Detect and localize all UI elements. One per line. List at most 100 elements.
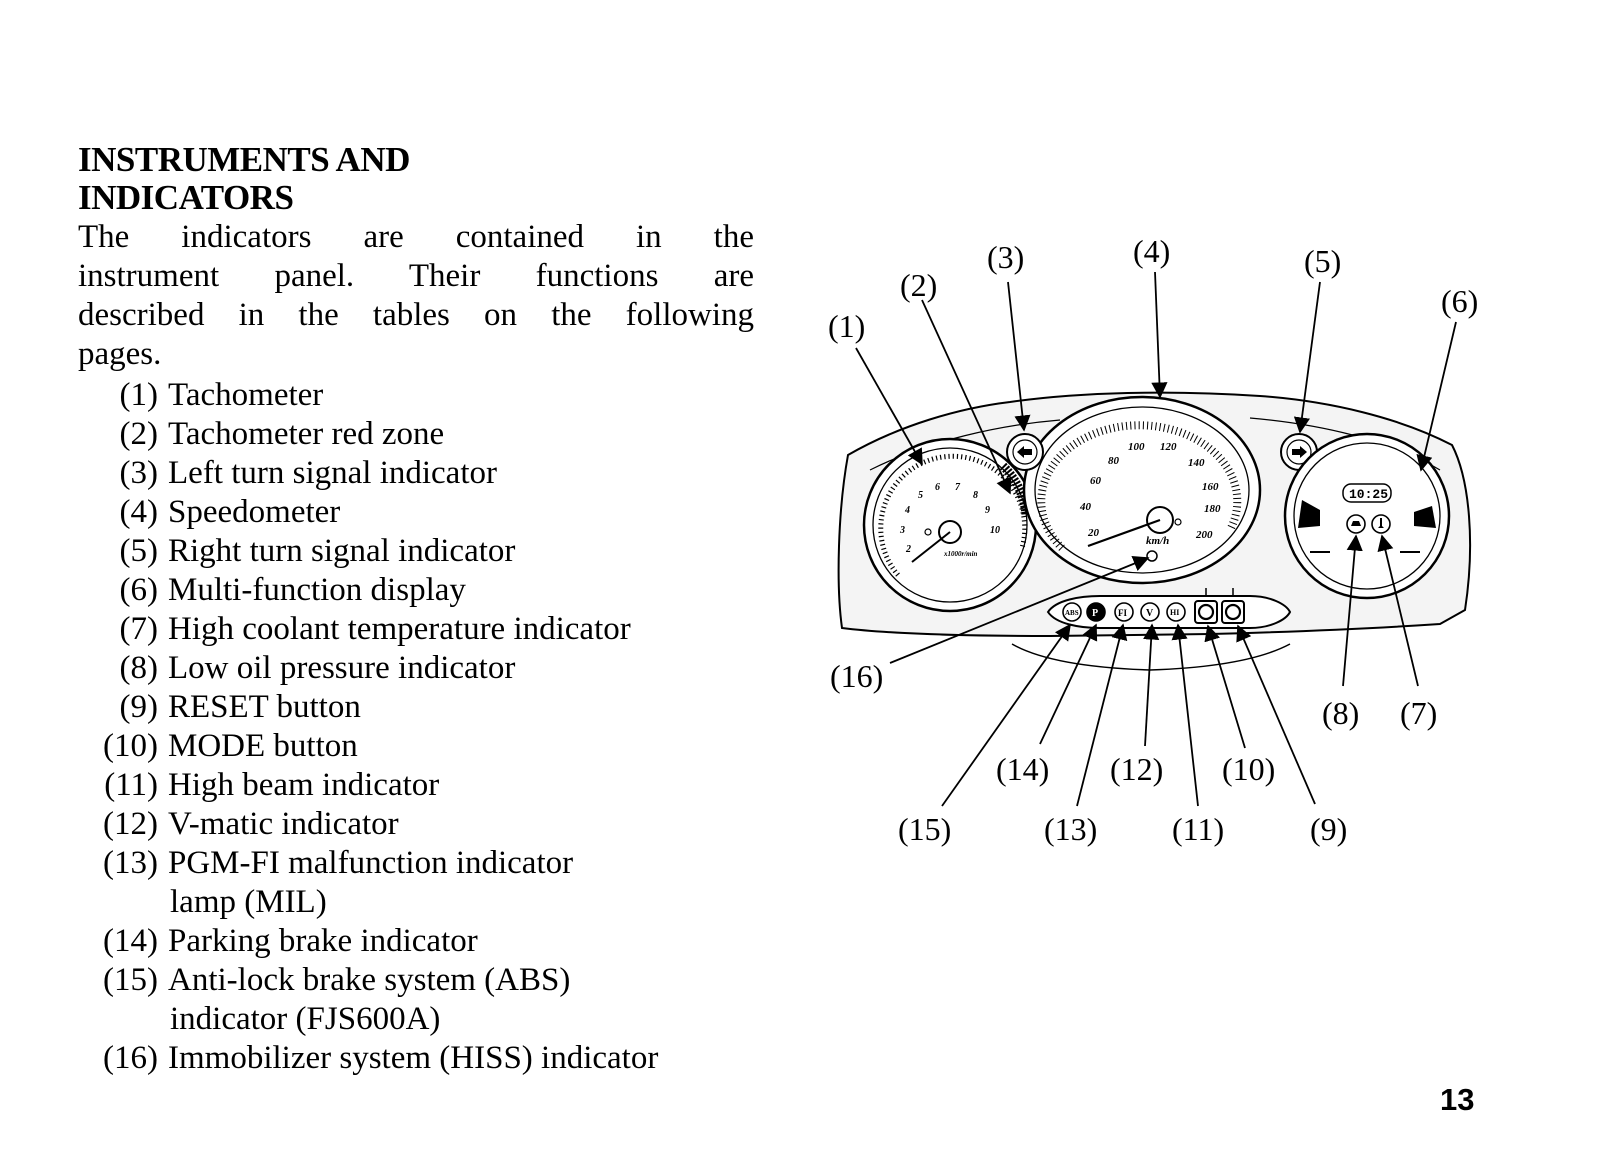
- item-number: (3): [119, 455, 158, 491]
- tachometer-tick-label: 10: [990, 525, 1000, 536]
- section-heading: INSTRUMENTS AND INDICATORS: [78, 141, 410, 217]
- callout-label: (14): [996, 751, 1049, 787]
- parking-brake-indicator-label: P: [1092, 608, 1098, 619]
- v-matic-indicator-label: V: [1146, 608, 1154, 619]
- leader-line: [1151, 271, 1168, 399]
- oil-can-icon: [1351, 521, 1361, 526]
- list-item: (7) High coolant temperature indicator: [80, 610, 780, 649]
- item-number: (9): [119, 689, 158, 725]
- list-item: (16)Immobilizer system (HISS) indicator: [80, 1039, 780, 1078]
- intro-line: pages.: [78, 336, 162, 372]
- leader-line: [1143, 623, 1160, 747]
- pgm-fi-malfunction-indicator: [1114, 602, 1134, 622]
- callout-label: (8): [1322, 695, 1359, 731]
- callout-label: (4): [1133, 233, 1170, 269]
- leader-line: [1076, 623, 1128, 807]
- item-text: Speedometer: [168, 494, 341, 530]
- leader-line: [1342, 534, 1363, 687]
- item-number: (14): [103, 923, 158, 959]
- callout-label: (2): [900, 267, 937, 303]
- speedometer-tick-label: 20: [1087, 527, 1100, 539]
- left-turn-signal-indicator: [1006, 433, 1044, 471]
- intro-line: described in the tables on the following: [78, 297, 754, 333]
- item-text: MODE button: [168, 728, 358, 764]
- item-text: High coolant temperature indicator: [168, 611, 631, 647]
- item-text: Anti-lock brake system (ABS): [168, 962, 571, 998]
- tachometer-tick-label: 3: [899, 525, 905, 536]
- item-number: (7): [119, 611, 158, 647]
- list-item: (12)V-matic indicator: [80, 805, 780, 844]
- intro-line: The indicators are contained in the: [78, 219, 754, 255]
- tachometer-unit-label: x1000r/min: [943, 550, 978, 558]
- fuel-gauge-bar-left: [1298, 500, 1320, 528]
- item-number: (13): [103, 845, 158, 881]
- leader-line: [1416, 321, 1457, 472]
- speedometer-unit-label: km/h: [1146, 535, 1169, 547]
- leader-line: [921, 299, 1012, 495]
- item-text-continued: indicator (FJS600A): [170, 1001, 441, 1037]
- item-number: (2): [119, 416, 158, 452]
- thermometer-icon: [1378, 518, 1384, 528]
- list-item: (2)Tachometer red zone: [80, 415, 780, 454]
- item-number: (16): [103, 1040, 158, 1076]
- speedometer-tick-label: 120: [1160, 441, 1177, 453]
- speedometer-tick-label: 140: [1188, 457, 1205, 469]
- multi-function-display: 10:25: [1283, 432, 1451, 600]
- indicator-strip: ABS P FI V HI: [1046, 588, 1292, 629]
- speedometer-tick-label: 100: [1128, 441, 1145, 453]
- tachometer-tick-label: 9: [985, 505, 990, 516]
- leader-line: [1236, 624, 1316, 805]
- tachometer-tick-label: 2: [905, 544, 911, 555]
- item-text: Tachometer: [168, 377, 324, 413]
- high-beam-indicator-label: HI: [1170, 608, 1179, 617]
- parking-brake-indicator: [1086, 602, 1106, 622]
- clock-display: [1342, 483, 1392, 503]
- speedometer-tick-label: 160: [1202, 481, 1219, 493]
- intro-paragraph: The indicators are contained in the inst…: [78, 218, 754, 374]
- speedometer-tick-label: 80: [1108, 455, 1120, 467]
- callout-label: (6): [1441, 283, 1478, 319]
- speedometer-tick-label: 60: [1090, 475, 1102, 487]
- item-number: (12): [103, 806, 158, 842]
- abs-indicator-label: ABS: [1065, 609, 1079, 617]
- list-item: (9)RESET button: [80, 688, 780, 727]
- list-item: (1)Tachometer: [80, 376, 780, 415]
- item-number: (10): [103, 728, 158, 764]
- leader-line: [889, 555, 1150, 664]
- list-item: (14) Parking brake indicator: [80, 922, 780, 961]
- callout-label: (9): [1310, 811, 1347, 847]
- leader-line: [1039, 623, 1098, 745]
- leader-line: [941, 623, 1071, 807]
- item-number: (11): [104, 767, 158, 803]
- list-item: (6)Multi-function display: [80, 571, 780, 610]
- item-number: (4): [119, 494, 158, 530]
- leader-line: [1377, 534, 1419, 687]
- list-item: (8)Low oil pressure indicator: [80, 649, 780, 688]
- clock-readout: 10:25: [1349, 487, 1388, 502]
- v-matic-indicator: [1140, 602, 1160, 622]
- item-text: High beam indicator: [168, 767, 440, 803]
- list-item: (10) MODE button: [80, 727, 780, 766]
- leader-line: [1204, 624, 1246, 749]
- callout-label: (1): [828, 308, 865, 344]
- tachometer-tick-label: 6: [935, 482, 940, 493]
- callout-label: (15): [898, 811, 951, 847]
- heading-line-1: INSTRUMENTS AND: [78, 140, 410, 179]
- leader-line: [1171, 623, 1199, 807]
- callout-label: (11): [1172, 811, 1224, 847]
- leader-line: [1293, 281, 1321, 434]
- callout-label: (5): [1304, 243, 1341, 279]
- item-text: Parking brake indicator: [168, 923, 478, 959]
- left-arrow-icon: [1017, 446, 1032, 458]
- right-arrow-icon: [1292, 446, 1307, 458]
- callout-label: (13): [1044, 811, 1097, 847]
- item-text: PGM-FI malfunction indicator: [168, 845, 574, 881]
- high-beam-indicator: [1166, 602, 1186, 622]
- speedometer-gauge: 20 40 60 80 100 120 140 160 180 200 km/h: [1022, 395, 1262, 585]
- list-item: (3)Left turn signal indicator: [80, 454, 780, 493]
- leader-line: [855, 347, 923, 466]
- speedometer-tick-label: 40: [1079, 501, 1092, 513]
- list-item: (4) Speedometer: [80, 493, 780, 532]
